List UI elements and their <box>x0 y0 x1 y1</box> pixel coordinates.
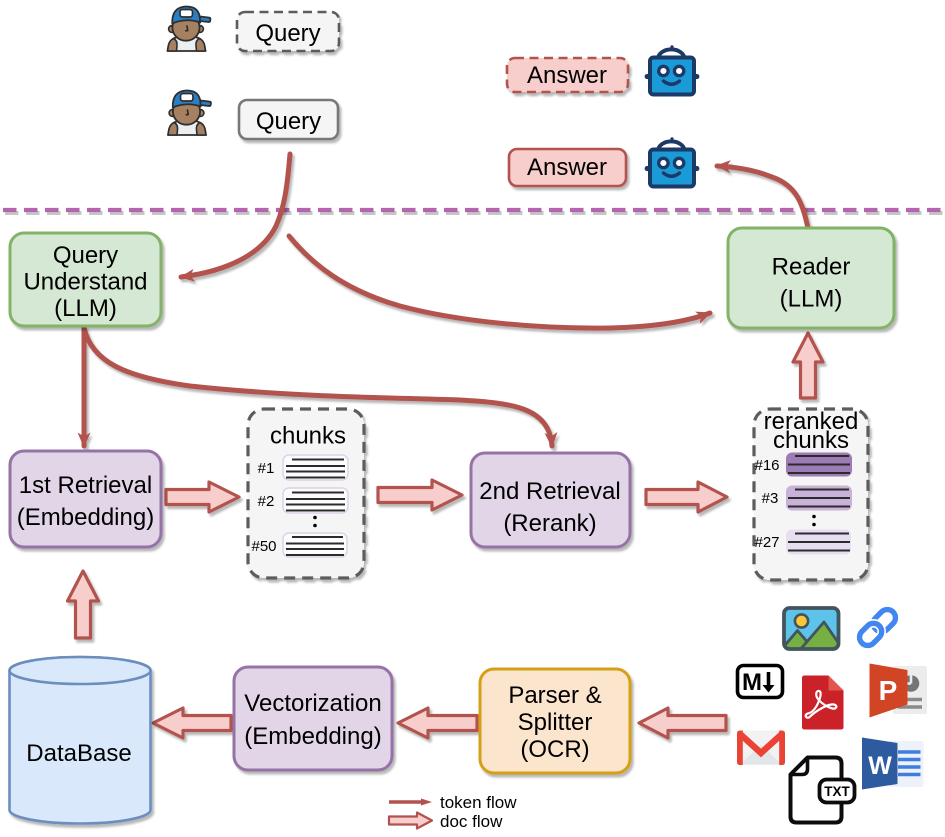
svg-text:Vectorization: Vectorization <box>244 690 381 717</box>
svg-text:doc flow: doc flow <box>440 812 503 831</box>
svg-text:TXT: TXT <box>824 784 850 799</box>
svg-text:Reader: Reader <box>772 254 851 281</box>
svg-text:Answer: Answer <box>527 62 607 89</box>
svg-text:Query: Query <box>255 20 320 47</box>
svg-text:#16: #16 <box>754 457 779 474</box>
svg-text:chunks: chunks <box>773 427 849 454</box>
svg-text:Query: Query <box>256 108 321 135</box>
svg-text:1st Retrieval: 1st Retrieval <box>19 472 152 499</box>
svg-text:W: W <box>868 752 892 780</box>
svg-text:Query: Query <box>53 242 118 269</box>
svg-text:DataBase: DataBase <box>26 740 131 767</box>
svg-text:P: P <box>879 675 898 706</box>
svg-text:#1: #1 <box>258 460 275 477</box>
svg-text:Understand: Understand <box>23 269 147 296</box>
svg-text:(Rerank): (Rerank) <box>503 510 596 537</box>
svg-text:(OCR): (OCR) <box>520 736 589 763</box>
svg-text:2nd Retrieval: 2nd Retrieval <box>479 478 620 505</box>
svg-text:(LLM): (LLM) <box>54 295 117 322</box>
svg-text:#3: #3 <box>762 490 779 507</box>
svg-text:#2: #2 <box>258 493 275 510</box>
svg-text:M: M <box>742 669 762 696</box>
svg-text:Answer: Answer <box>527 154 607 181</box>
svg-text:token flow: token flow <box>440 793 517 812</box>
svg-text:reranked: reranked <box>764 408 859 435</box>
svg-text:#27: #27 <box>754 534 779 551</box>
svg-text:#50: #50 <box>251 538 276 555</box>
svg-text:(Embedding): (Embedding) <box>17 504 154 531</box>
svg-text:Splitter: Splitter <box>518 709 593 736</box>
svg-text:(LLM): (LLM) <box>780 286 843 313</box>
svg-text:chunks: chunks <box>270 423 346 450</box>
svg-text:(Embedding): (Embedding) <box>244 723 381 750</box>
svg-text:Parser &: Parser & <box>508 682 601 709</box>
